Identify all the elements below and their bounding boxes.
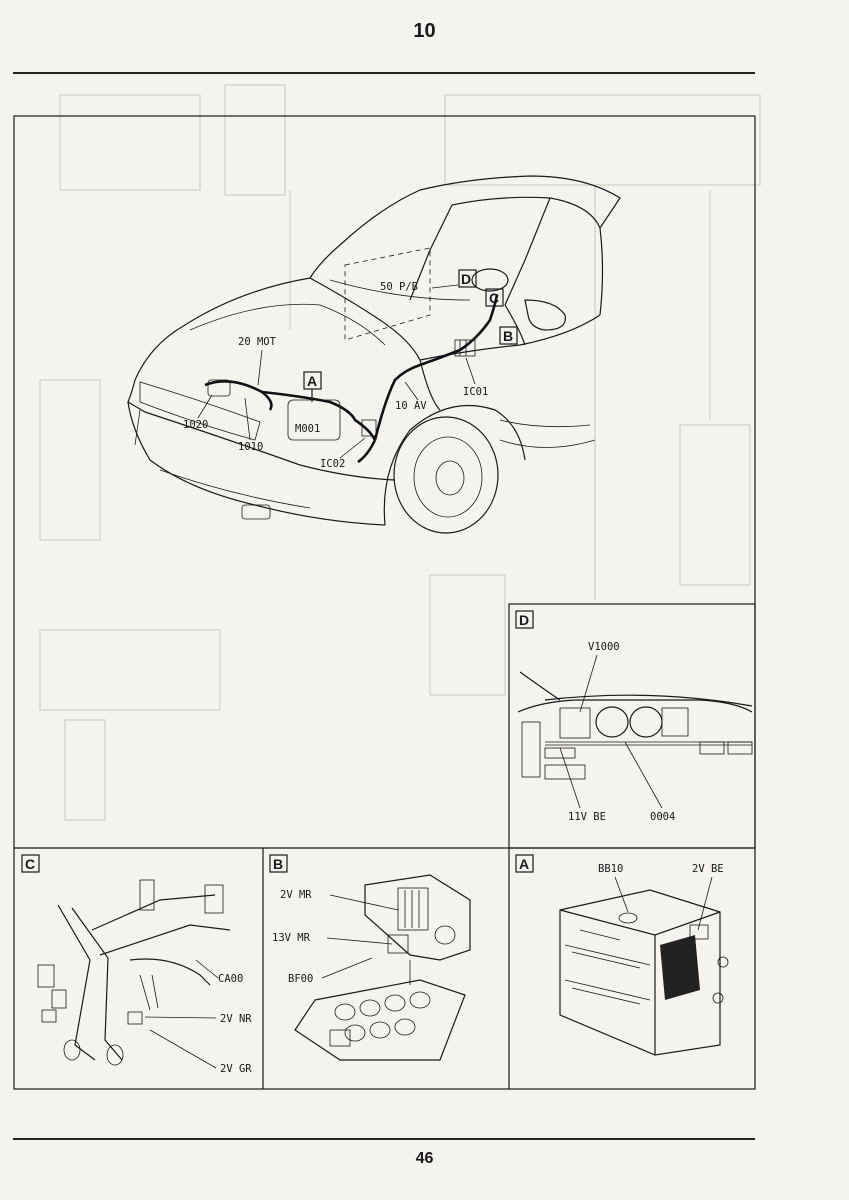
label-ic02: IC02 (320, 458, 345, 470)
label-10-av: 10 AV (395, 400, 427, 412)
footer-rule (13, 1138, 755, 1140)
label-20-mot: 20 MOT (238, 336, 277, 348)
label-ic01: IC01 (463, 386, 488, 398)
label-2v-nr: 2V NR (220, 1013, 252, 1025)
page-title: 10 (413, 20, 436, 42)
main-view-labels: 50 P/B 20 MOT 1020 1010 M001 IC02 10 AV … (183, 281, 488, 470)
zone-marker-c: C (485, 288, 504, 307)
svg-text:A: A (519, 856, 529, 872)
zone-marker-b: B (499, 326, 518, 345)
svg-text:A: A (307, 373, 317, 389)
label-1020: 1020 (183, 419, 208, 431)
svg-text:B: B (503, 328, 513, 344)
car-illustration (127, 175, 621, 534)
page-number: 46 (415, 1150, 434, 1167)
detail-a: A BB10 2V BE (515, 854, 729, 1056)
label-0004: 0004 (650, 811, 675, 823)
svg-text:D: D (461, 271, 471, 287)
zone-marker-d: D (458, 269, 477, 288)
label-1010: 1010 (238, 441, 263, 453)
label-ca00: CA00 (218, 973, 243, 985)
label-bf00: BF00 (288, 973, 313, 985)
label-50-pb: 50 P/B (380, 281, 418, 293)
label-2v-gr: 2V GR (220, 1063, 252, 1075)
detail-d: D V1000 11V BE 0004 (515, 610, 753, 823)
detail-c: C CA00 2V NR 2V GR (21, 854, 252, 1075)
svg-text:C: C (25, 856, 35, 872)
label-m001: M001 (295, 423, 320, 435)
header-rule (13, 72, 755, 74)
label-11v-be: 11V BE (568, 811, 606, 823)
label-bb10: BB10 (598, 863, 623, 875)
detail-d-frame (508, 603, 756, 849)
show-through-background (39, 84, 761, 821)
figure-frame (13, 115, 756, 1090)
svg-text:B: B (273, 856, 283, 872)
label-2v-mr: 2V MR (280, 889, 312, 901)
wiring-harness (204, 294, 499, 464)
label-v1000: V1000 (588, 641, 620, 653)
label-2v-be: 2V BE (692, 863, 724, 875)
svg-text:D: D (519, 612, 529, 628)
svg-text:C: C (489, 290, 499, 306)
label-13v-mr: 13V MR (272, 932, 311, 944)
detail-b: B 2V MR 13V MR BF00 (269, 854, 471, 1061)
zone-marker-a: A (303, 371, 322, 402)
